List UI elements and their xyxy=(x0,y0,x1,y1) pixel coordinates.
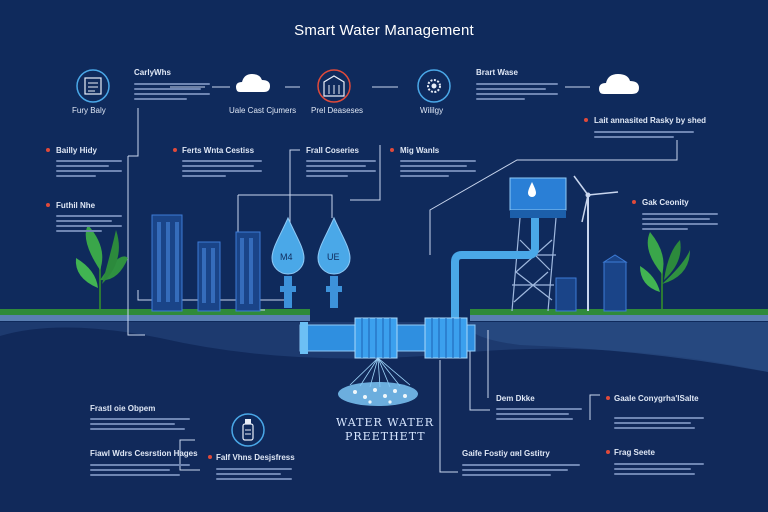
water-bubbles xyxy=(353,388,407,404)
callout-bottom-center: Gaife Fostiy ɑʀl Gstitry xyxy=(462,449,550,458)
ground-left-edge xyxy=(0,315,310,321)
top-item1-heading: CarlyWhs xyxy=(134,68,171,77)
page-title: Smart Water Management xyxy=(294,22,474,39)
callout-left-b-text xyxy=(56,212,122,235)
ground-right xyxy=(470,309,768,315)
callout-bottom-right-b: Gaale Conygrha'lSalte xyxy=(614,394,699,403)
callout-bottom-right-c-text xyxy=(614,460,704,478)
cloud-icon xyxy=(236,74,270,92)
callout-bottom-mid: Falf Vhns Desjsfress xyxy=(216,453,295,462)
callout-bottom-mid-text xyxy=(216,465,292,483)
treatment-title-line1: WATER WATER xyxy=(336,416,434,429)
connector-lines xyxy=(127,86,678,473)
callout-mid-c-text xyxy=(400,157,476,180)
drop-right-label: UE xyxy=(327,252,340,262)
callout-left-b: Futhil Nhe xyxy=(56,201,96,210)
water-spray xyxy=(349,357,411,388)
callout-bottom-left-b: Fiawl Wdrs Cesrstion Hages xyxy=(90,449,198,458)
ground-left xyxy=(0,309,310,315)
top-item3-heading: Brart Wase xyxy=(476,68,518,77)
callout-bottom-left-b-text xyxy=(90,461,190,479)
top-item1-label: Fury Baly xyxy=(72,106,106,115)
soil-layer-right xyxy=(470,322,768,372)
wind-turbine xyxy=(573,175,619,311)
callout-right-top: Lait annasited Rasky by shed xyxy=(594,116,707,125)
callout-bottom-right-c: Frag Seete xyxy=(614,448,655,457)
cloud-icon-right xyxy=(599,74,639,94)
callout-mid-a: Ferts Wnta Cestiss xyxy=(182,146,255,155)
callout-bottom-left-a-text xyxy=(90,415,190,433)
tower-drop-icon xyxy=(528,182,536,197)
plant-right xyxy=(640,232,690,309)
callout-right-b: Gak Ceonity xyxy=(642,198,689,207)
callout-right-top-text xyxy=(594,128,694,141)
callout-bottom-center-text xyxy=(462,461,580,479)
supply-pipe xyxy=(451,218,539,320)
water-drop-left xyxy=(271,216,305,275)
callout-bottom-right-b-text xyxy=(614,414,704,432)
gear-icon xyxy=(417,69,451,103)
callout-mid-b: Frall Coseries xyxy=(306,146,359,155)
callout-bottom-right-a-text xyxy=(496,405,582,423)
document-icon xyxy=(76,69,110,103)
top-cloud1-label: Uale Cast Cjumers xyxy=(229,106,297,115)
callout-left-a-text xyxy=(56,157,122,180)
right-buildings xyxy=(555,254,628,312)
treatment-title-line2: PREETHETT xyxy=(345,430,426,443)
building-windows xyxy=(157,222,253,304)
top-item3-label: Wililgy xyxy=(420,106,444,115)
callout-mid-c: Mig Wanls xyxy=(400,146,440,155)
drop-left-label: M4 xyxy=(280,252,293,262)
callout-bottom-left-a: Frastl oie Obpem xyxy=(90,404,156,413)
main-pipe xyxy=(299,317,476,359)
bottle-icon xyxy=(231,413,265,447)
building-icon xyxy=(317,69,351,103)
callout-left-a: Bailly Hidy xyxy=(56,146,97,155)
callout-markers xyxy=(46,118,636,459)
callout-mid-a-text xyxy=(182,157,262,180)
top-item3-text xyxy=(476,80,558,103)
water-drop-right xyxy=(317,216,351,275)
ground-right-edge xyxy=(470,315,768,321)
water-pool xyxy=(338,382,418,406)
top-item2-label: Prel Deaseses xyxy=(311,106,364,115)
top-item1-text xyxy=(134,80,210,103)
water-tower xyxy=(509,177,567,312)
callout-bottom-right-a: Dem Dkke xyxy=(496,394,535,403)
callout-right-b-text xyxy=(642,210,718,233)
drop-valves xyxy=(280,276,342,308)
plant-left xyxy=(75,225,128,309)
callout-mid-b-text xyxy=(306,157,376,180)
